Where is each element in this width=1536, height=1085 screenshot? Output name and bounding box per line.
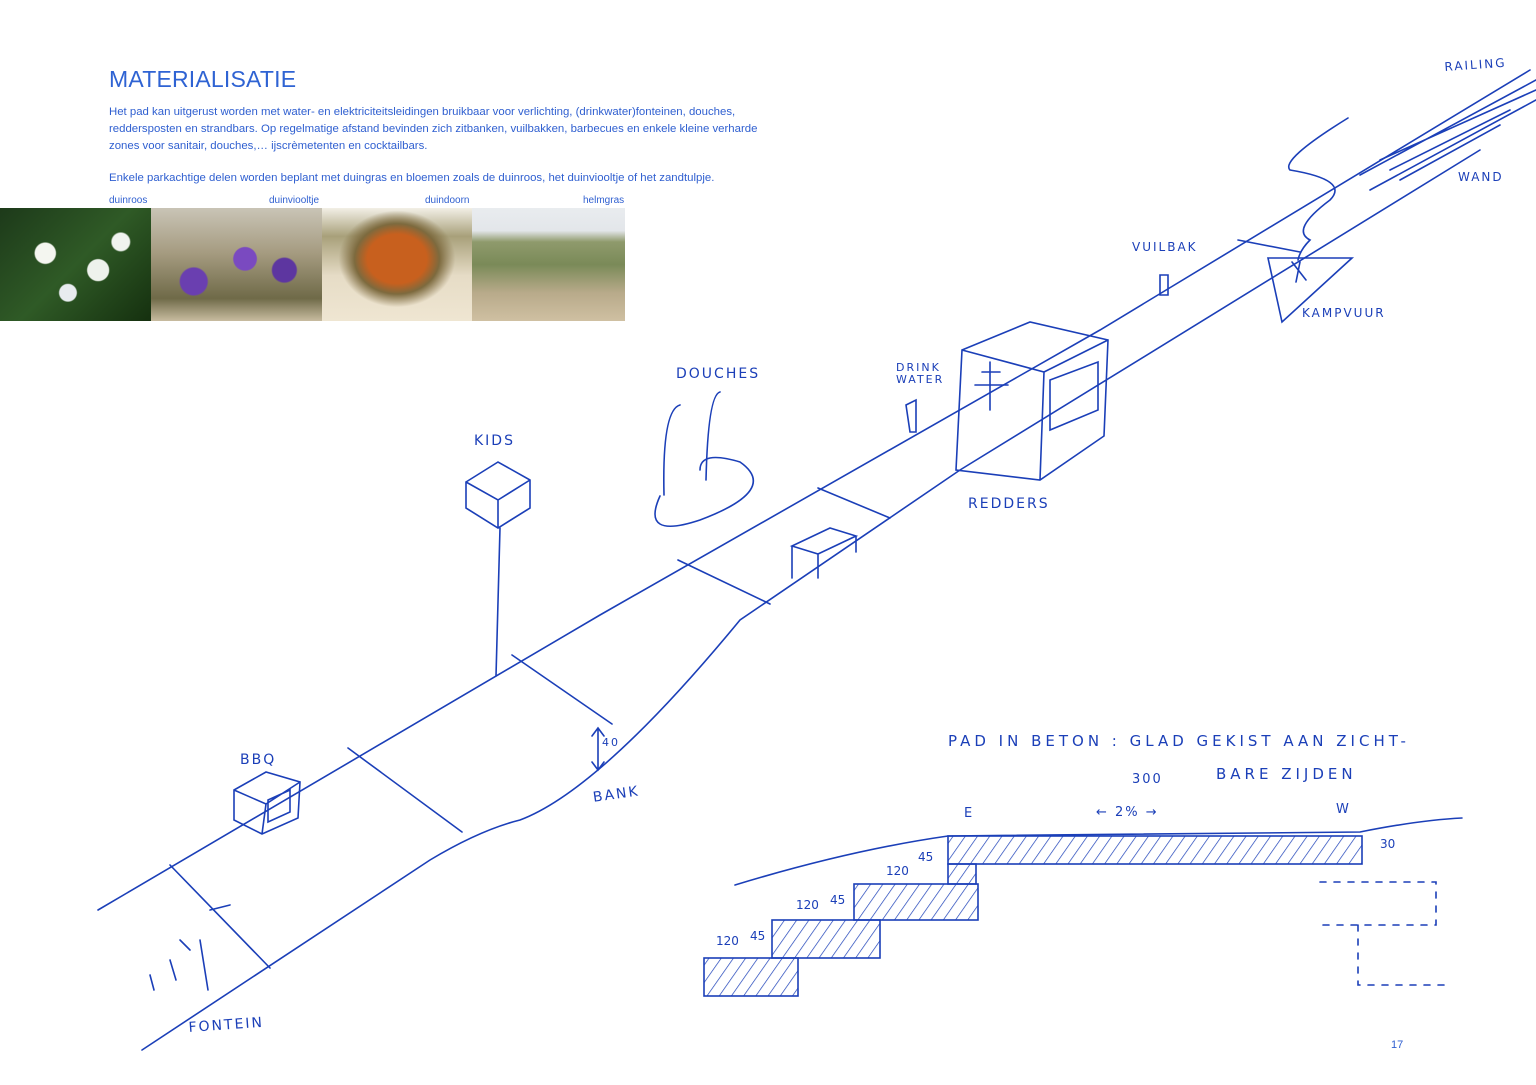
photo-caption-duindoorn: duindoorn bbox=[425, 195, 470, 206]
photo-caption-helmgras: helmgras bbox=[583, 195, 625, 206]
vuilbak bbox=[1159, 274, 1169, 296]
bank-height-dimension bbox=[591, 726, 605, 772]
drinkwater-fountain bbox=[905, 398, 917, 433]
section-dim: 45 bbox=[750, 929, 766, 943]
label-bbq: BBQ bbox=[240, 752, 277, 768]
bench bbox=[789, 527, 859, 579]
section-dim: 45 bbox=[830, 893, 846, 907]
intro-paragraph: Het pad kan uitgerust worden met water- … bbox=[109, 106, 758, 152]
planting-paragraph: Enkele parkachtige delen worden beplant … bbox=[109, 172, 715, 184]
photo-duinviooltje bbox=[151, 208, 322, 321]
wall-railing bbox=[1359, 79, 1536, 191]
page-title: MATERIALISATIE bbox=[109, 66, 297, 92]
label-kids: KIDS bbox=[474, 433, 515, 449]
label-drinkwater: DRINK WATER bbox=[896, 361, 945, 386]
bbq bbox=[233, 771, 301, 835]
kids-house bbox=[465, 461, 531, 677]
section-dim: 45 bbox=[918, 850, 934, 864]
path-lower-edge bbox=[141, 149, 1481, 1051]
winding-trail bbox=[1287, 117, 1349, 261]
section-dashed-foundation bbox=[1319, 881, 1451, 986]
label-kampvuur: KAMPVUUR bbox=[1302, 306, 1386, 320]
label-vuilbak: VUILBAK bbox=[1132, 240, 1198, 254]
section-hatching bbox=[704, 836, 1362, 996]
section-dim: 120 bbox=[886, 864, 909, 878]
label-bank-height: 40 bbox=[602, 736, 620, 749]
label-redders: REDDERS bbox=[968, 496, 1050, 512]
section-note-line2: BARE ZIJDEN bbox=[1216, 765, 1357, 783]
label-wand: WAND bbox=[1458, 170, 1504, 184]
section-width-300: 300 bbox=[1132, 772, 1163, 787]
section-east: E bbox=[964, 806, 975, 821]
section-dim: 120 bbox=[716, 934, 739, 948]
photo-helmgras bbox=[472, 208, 625, 321]
douches bbox=[654, 391, 755, 528]
section-slope: ← 2% → bbox=[1096, 805, 1159, 820]
path-upper-edge bbox=[97, 69, 1531, 911]
section-west: W bbox=[1336, 802, 1351, 817]
redders-post bbox=[955, 321, 1109, 481]
photo-duinroos bbox=[0, 208, 151, 321]
photo-duindoorn bbox=[322, 208, 472, 321]
section-dim: 30 bbox=[1380, 837, 1396, 851]
photo-caption-duinroos: duinroos bbox=[109, 195, 148, 206]
section-note-line1: PAD IN BETON : GLAD GEKIST AAN ZICHT- bbox=[948, 732, 1410, 750]
kampvuur bbox=[1267, 257, 1355, 324]
path-joints bbox=[169, 239, 1301, 969]
fontein-spray bbox=[149, 904, 231, 991]
section-dim: 120 bbox=[796, 898, 819, 912]
page-number: 17 bbox=[1391, 1039, 1404, 1051]
section-ground-line bbox=[734, 817, 1463, 886]
photo-caption-duinviooltje: duinviooltje bbox=[269, 195, 320, 206]
label-douches: DOUCHES bbox=[676, 366, 761, 382]
